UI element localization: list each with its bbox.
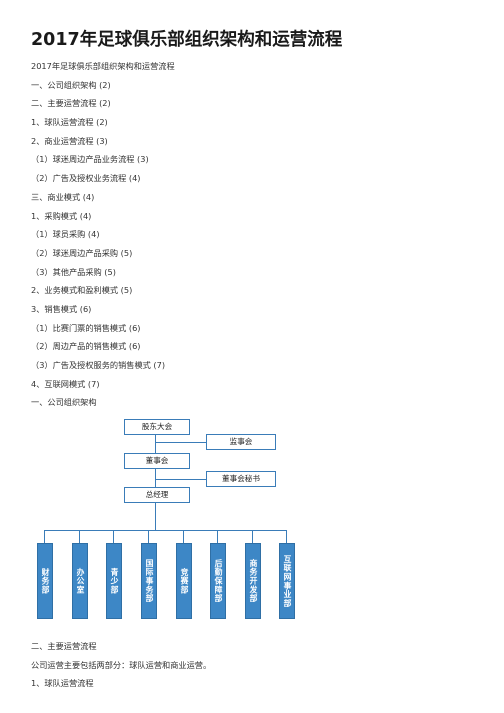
- connector-line: [44, 530, 45, 543]
- toc-item[interactable]: （3）广告及授权服务的销售模式 (7): [31, 360, 166, 370]
- toc-item[interactable]: 2017年足球俱乐部组织架构和运营流程: [31, 61, 175, 71]
- connector-line: [155, 435, 156, 453]
- connector-line: [155, 479, 206, 480]
- toc-item[interactable]: （1）球迷周边产品业务流程 (3): [31, 154, 149, 165]
- toc-item[interactable]: （2）球迷周边产品采购 (5): [31, 247, 133, 258]
- connector-line: [252, 530, 253, 543]
- dept-youth: 青少部: [106, 543, 122, 619]
- section-heading: 一、公司组织架构: [31, 397, 97, 408]
- dept-competition: 竞赛部: [176, 543, 192, 619]
- org-node-secretary: 董事会秘书: [206, 471, 276, 487]
- dept-business: 商务开发部: [245, 543, 261, 619]
- connector-line: [148, 530, 149, 543]
- paragraph: 公司运营主要包括两部分：球队运营和商业运营。: [31, 659, 212, 670]
- toc-item[interactable]: 1、采购模式 (4): [31, 210, 92, 221]
- connector-line: [155, 469, 156, 487]
- toc-item[interactable]: 一、公司组织架构 (2): [31, 79, 111, 90]
- org-node-supervisors: 监事会: [206, 434, 276, 450]
- org-node-gm: 总经理: [124, 487, 190, 503]
- toc-item[interactable]: 3、销售模式 (6): [31, 303, 92, 314]
- toc-item[interactable]: 2、商业运营流程 (3): [31, 135, 108, 146]
- toc-item[interactable]: （2）广告及授权业务流程 (4): [31, 173, 141, 184]
- connector-line: [79, 530, 80, 543]
- dept-office: 办公室: [72, 543, 88, 619]
- toc-item[interactable]: （1）球员采购 (4): [31, 229, 100, 240]
- toc-item[interactable]: 4、互联网模式 (7): [31, 378, 100, 389]
- body-text: 二、主要运营流程 公司运营主要包括两部分：球队运营和商业运营。 1、球队运营流程: [31, 637, 481, 693]
- connector-line: [44, 530, 287, 531]
- connector-line: [183, 530, 184, 543]
- toc-item[interactable]: 二、主要运营流程 (2): [31, 98, 111, 109]
- connector-line: [155, 503, 156, 530]
- toc-item[interactable]: 三、商业模式 (4): [31, 191, 95, 202]
- page-title: 2017年足球俱乐部组织架构和运营流程: [31, 30, 343, 50]
- org-chart: 股东大会 监事会 董事会 董事会秘书 总经理 财务部 办公室 青少部 国际事务部…: [0, 412, 504, 622]
- dept-logistics: 后勤保障部: [210, 543, 226, 619]
- connector-line: [113, 530, 114, 543]
- toc-item[interactable]: 1、球队运营流程 (2): [31, 117, 108, 128]
- table-of-contents: 2017年足球俱乐部组织架构和运营流程 一、公司组织架构 (2) 二、主要运营流…: [31, 57, 481, 412]
- subsection-heading: 1、球队运营流程: [31, 678, 94, 689]
- toc-item[interactable]: （1）比赛门票的销售模式 (6): [31, 322, 141, 333]
- connector-line: [217, 530, 218, 543]
- dept-internet: 互联网事业部: [279, 543, 295, 619]
- org-node-shareholders: 股东大会: [124, 419, 190, 435]
- toc-item[interactable]: （2）周边产品的销售模式 (6): [31, 341, 141, 352]
- toc-item[interactable]: （3）其他产品采购 (5): [31, 266, 116, 277]
- connector-line: [155, 442, 206, 443]
- toc-item[interactable]: 2、业务模式和盈利模式 (5): [31, 285, 133, 296]
- dept-finance: 财务部: [37, 543, 53, 619]
- org-node-board: 董事会: [124, 453, 190, 469]
- section-heading: 二、主要运营流程: [31, 641, 97, 651]
- dept-international: 国际事务部: [141, 543, 157, 619]
- connector-line: [286, 530, 287, 543]
